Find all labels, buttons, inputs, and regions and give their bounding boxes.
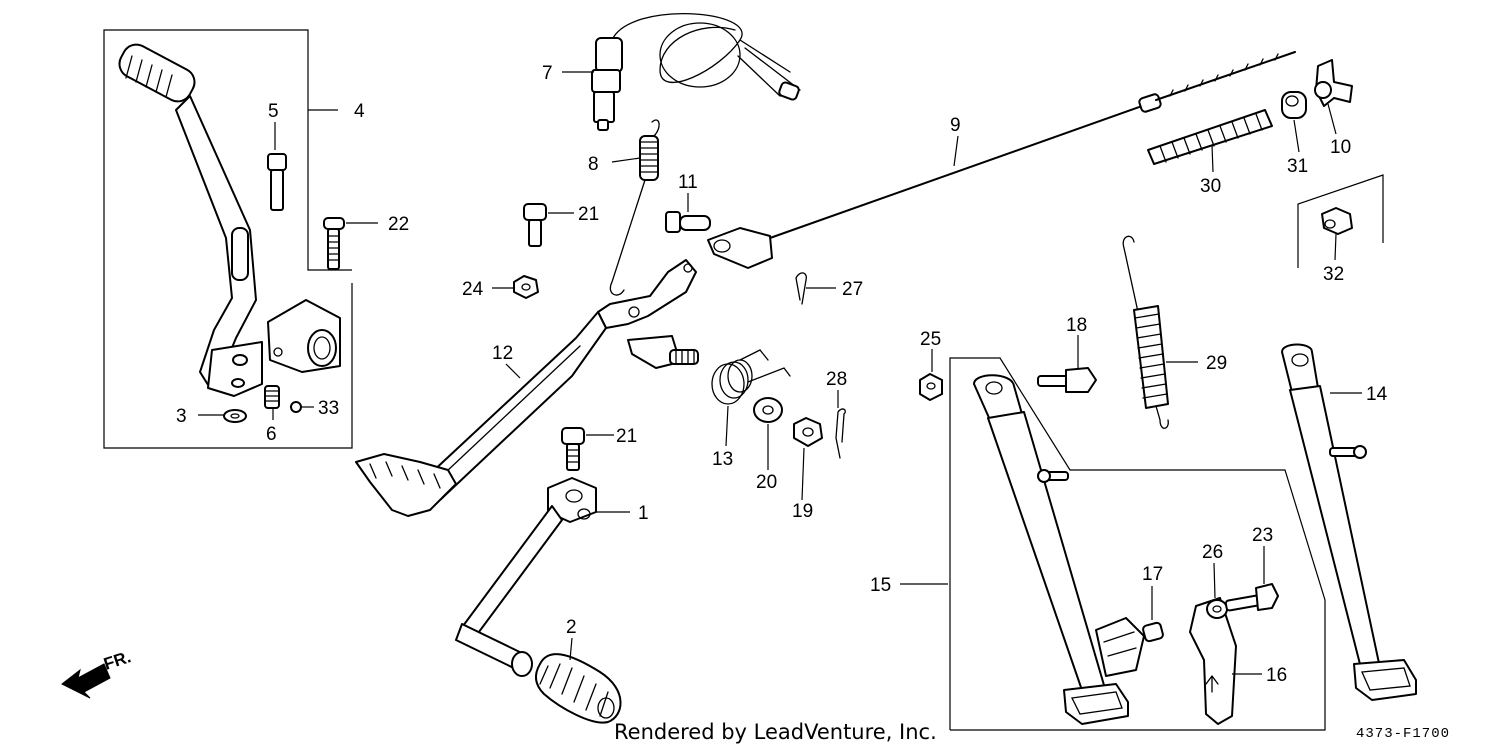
pedal-rubber-2 [534,653,622,724]
callout-33: 33 [318,398,339,419]
callout-7: 7 [542,63,553,84]
wing-nut-10 [1314,59,1353,107]
cotter-pin-28 [835,408,846,459]
callout-17: 17 [1142,564,1163,585]
callout-2: 2 [566,617,577,638]
callout-13: 13 [712,449,733,470]
callout-32: 32 [1323,264,1344,285]
callout-8: 8 [588,154,599,175]
spring-6 [264,385,280,409]
nut-25 [919,373,943,401]
callout-9: 9 [950,115,961,136]
callout-25: 25 [920,329,941,350]
kick-boss [267,299,341,373]
clip-27 [795,272,807,305]
kick-arm-4 [118,43,263,397]
bolt-21-upper [523,203,547,247]
front-direction-indicator: FR. [61,647,133,699]
callout-31: 31 [1287,156,1308,177]
callout-3: 3 [176,406,187,427]
shift-pedal-1 [455,477,597,677]
bolt-21-lower [561,427,585,471]
stand-14 [1281,343,1417,701]
callout-14: 14 [1366,384,1388,405]
nut-24 [513,275,539,299]
brake-pedal-12 [355,259,699,517]
bolt-18 [1037,367,1097,393]
callout-21-lower: 21 [616,426,637,447]
front-arrow-icon [61,663,111,699]
switch-7 [591,12,801,131]
bolt-22 [323,217,345,270]
callout-5: 5 [268,101,279,122]
callout-18: 18 [1066,315,1087,336]
bolt-23 [1224,583,1279,612]
spring-29 [1122,235,1169,429]
callout-1: 1 [638,503,649,524]
pin-11 [665,211,711,233]
callout-numbers: 1 2 3 4 5 6 7 8 9 10 11 12 13 14 15 16 1… [176,63,1388,686]
callout-11: 11 [678,172,698,193]
callout-10: 10 [1330,137,1351,158]
collar-17 [1142,621,1164,643]
callout-19: 19 [792,501,813,522]
spring-8 [609,119,660,296]
callout-4: 4 [354,101,365,122]
callout-21-upper: 21 [578,204,599,225]
assembly-box-32 [1297,174,1384,268]
stand-15 [973,374,1145,725]
callout-26: 26 [1202,542,1223,563]
render-credit: Rendered by LeadVenture, Inc. [614,720,937,744]
callout-15: 15 [870,575,891,596]
callout-20: 20 [756,472,777,493]
bolt-5 [267,153,287,211]
washer-26 [1206,599,1228,619]
callout-16: 16 [1266,665,1287,686]
washer-20 [753,397,783,423]
callout-27: 27 [842,279,863,300]
callout-22: 22 [388,214,409,235]
callout-6: 6 [266,424,277,445]
callout-29: 29 [1206,353,1227,374]
assembly-box-4 [103,29,353,449]
nut-32 [1321,207,1353,235]
ball-33 [290,401,302,413]
joint-31 [1281,91,1307,119]
leader-lines [198,71,1362,675]
drawing-code: 4373-F1700 [1356,726,1450,742]
callout-24: 24 [462,279,484,300]
callout-12: 12 [492,343,513,364]
assembly-box-15 [949,357,1326,731]
washer-3 [223,409,247,423]
nut-19 [793,417,823,447]
callout-23: 23 [1252,525,1273,546]
spring-30 [1147,109,1273,165]
callout-28: 28 [826,369,847,390]
cable-9 [707,51,1296,269]
spring-13 [711,349,791,405]
front-label: FR. [101,647,133,674]
callout-30: 30 [1200,176,1221,197]
